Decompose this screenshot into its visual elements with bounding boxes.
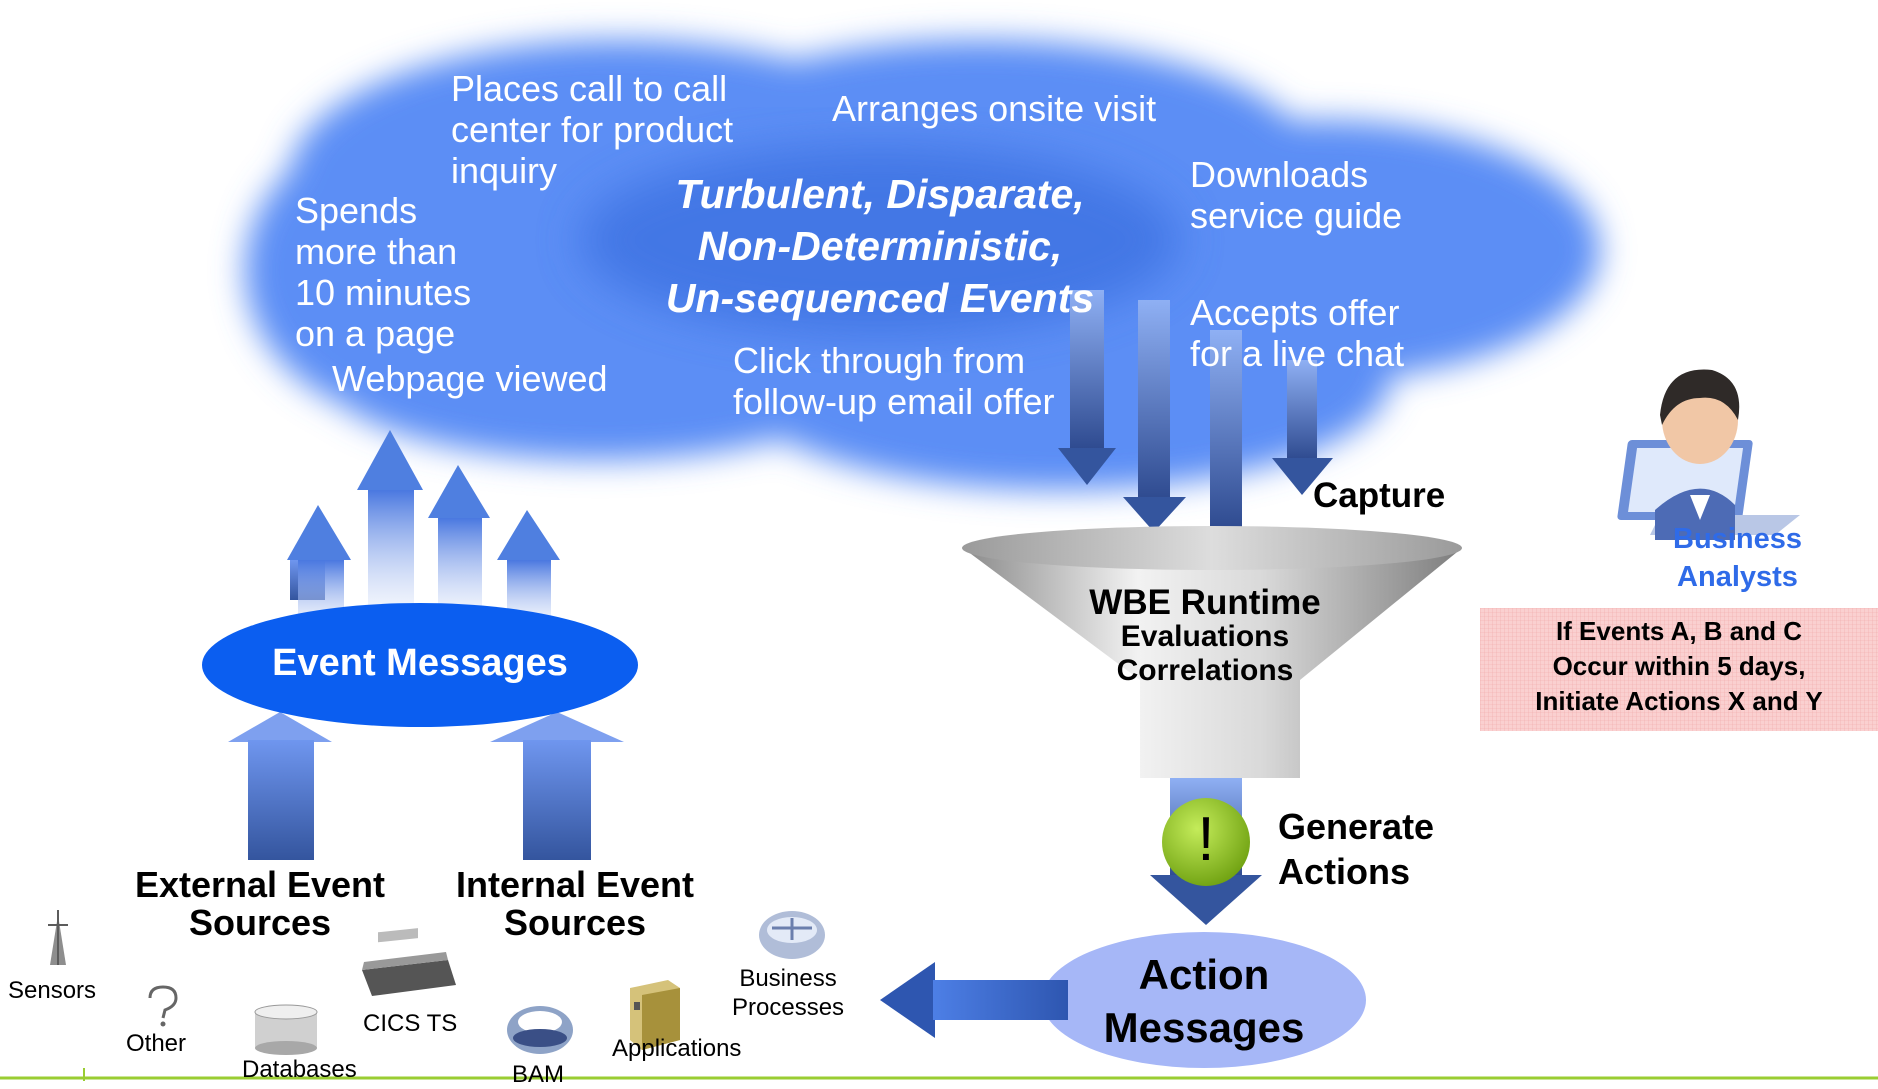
business-process-icon: [759, 911, 825, 959]
up-arrow-4: [497, 510, 560, 560]
event-downloads-guide: Downloads service guide: [1190, 154, 1403, 236]
dispatch-arrow: [880, 962, 1068, 1038]
business-processes-label: Business Processes: [732, 965, 845, 1021]
capture-arrows: [1058, 290, 1333, 565]
event-click-through: Click through from follow-up email offer: [733, 340, 1055, 422]
funnel-title: WBE Runtime: [1089, 583, 1321, 622]
cics-label: CICS TS: [363, 1010, 458, 1037]
other-label: Other: [126, 1030, 187, 1057]
alert-icon: [1162, 798, 1250, 886]
generate-actions-label: Generate Actions: [1278, 806, 1435, 892]
funnel-correlations: Correlations: [1116, 654, 1294, 687]
business-rule-box: [1480, 608, 1878, 731]
up-arrow-2: [357, 430, 423, 490]
action-messages-label: Action Messages: [1103, 951, 1305, 1051]
up-arrow-3: [428, 465, 490, 518]
event-messages-oval: [202, 603, 638, 727]
event-places-call: Places call to call center for product i…: [451, 68, 734, 191]
internal-sources-label: Internal Event Sources: [455, 864, 695, 943]
alert-glyph: !: [1197, 805, 1215, 874]
database-icon: [254, 1004, 318, 1055]
wbe-runtime-funnel: [962, 526, 1462, 778]
bam-label: BAM: [512, 1061, 565, 1088]
down-arrow-1: [1058, 448, 1116, 485]
event-arranges-visit: Arranges onsite visit: [832, 88, 1157, 129]
sensor-icon: [48, 910, 68, 965]
business-rule-text: If Events A, B and C Occur within 5 days…: [1535, 616, 1823, 716]
bam-icon: [507, 1006, 573, 1054]
databases-label: Databases: [242, 1056, 357, 1083]
down-arrow-2: [1123, 497, 1186, 532]
event-webpage-viewed: Webpage viewed: [332, 358, 608, 399]
server-icon: [362, 928, 456, 996]
business-analyst-icon: [1617, 369, 1800, 540]
source-arrows: [228, 712, 624, 860]
application-icon: [630, 980, 680, 1050]
cloud-title: Turbulent, Disparate, Non-Deterministic,…: [665, 171, 1095, 321]
external-sources-label: External Event Sources: [134, 864, 386, 943]
down-arrow-4: [1272, 458, 1333, 495]
action-messages-oval: [1042, 932, 1366, 1068]
applications-label: Applications: [612, 1035, 742, 1062]
business-analysts-label: Business Analysts: [1673, 523, 1802, 593]
event-accepts-offer: Accepts offer for a live chat: [1190, 292, 1405, 374]
event-cloud: [245, 40, 1600, 490]
sensors-label: Sensors: [8, 977, 97, 1004]
funnel-evaluations: Evaluations: [1120, 620, 1290, 653]
capture-label: Capture: [1313, 476, 1446, 515]
question-icon: [148, 985, 178, 1027]
event-messages-label: Event Messages: [272, 642, 568, 684]
event-spends-time: Spends more than 10 minutes on a page: [295, 190, 472, 354]
internal-source-arrow: [490, 712, 624, 742]
